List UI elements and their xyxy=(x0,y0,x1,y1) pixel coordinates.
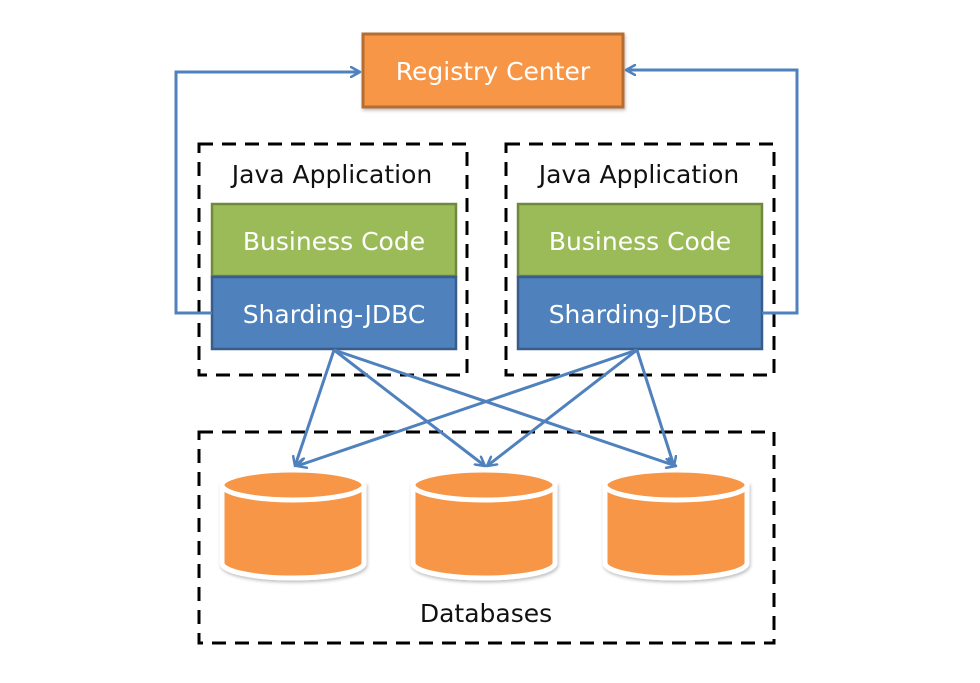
registry-link-left-arrow xyxy=(174,72,360,315)
registry-center-box xyxy=(361,32,625,109)
db-link-arrow-1-1 xyxy=(295,349,336,466)
database-cylinder-icon-1 xyxy=(219,467,367,581)
sharding-jdbc-node-2: Sharding-JDBC xyxy=(516,275,764,351)
business-code-label-1: Business Code xyxy=(243,227,425,256)
business-code-node-1: Business Code xyxy=(210,202,458,278)
cylinder-body xyxy=(410,482,558,581)
business-code-node-2: Business Code xyxy=(516,202,764,278)
database-cylinder-icon-3 xyxy=(602,467,750,581)
db-link-arrow-2-2 xyxy=(487,348,638,466)
sharding-jdbc-label-1: Sharding-JDBC xyxy=(243,300,426,329)
java-application-container-2 xyxy=(504,142,776,377)
db-link-arrow-2-1 xyxy=(297,348,638,466)
sharding-jdbc-label-2: Sharding-JDBC xyxy=(549,300,732,329)
cylinder-top xyxy=(410,467,558,503)
java-application-title-1: Java Application xyxy=(230,160,432,189)
databases-label: Databases xyxy=(420,599,552,628)
db-link-arrow-1-3 xyxy=(333,348,676,466)
java-application-title-2: Java Application xyxy=(537,160,739,189)
registry-center-label: Registry Center xyxy=(396,57,591,86)
db-link-arrow-2-3 xyxy=(635,349,674,466)
java-application-container-1 xyxy=(197,142,469,377)
cylinder-top xyxy=(219,467,367,503)
sharding-jdbc-node-1: Sharding-JDBC xyxy=(210,275,458,351)
business-code-box-1 xyxy=(210,202,458,278)
database-cylinder-icon-2 xyxy=(410,467,558,581)
cylinder-body xyxy=(219,482,367,581)
cylinder-top xyxy=(602,467,750,503)
registry-link-right-arrow xyxy=(626,70,799,315)
registry-center-node: Registry Center xyxy=(361,32,625,109)
business-code-box-2 xyxy=(516,202,764,278)
business-code-label-2: Business Code xyxy=(549,227,731,256)
cylinder-body xyxy=(602,482,750,581)
databases-container xyxy=(197,430,776,645)
db-link-arrow-1-2 xyxy=(333,348,485,466)
